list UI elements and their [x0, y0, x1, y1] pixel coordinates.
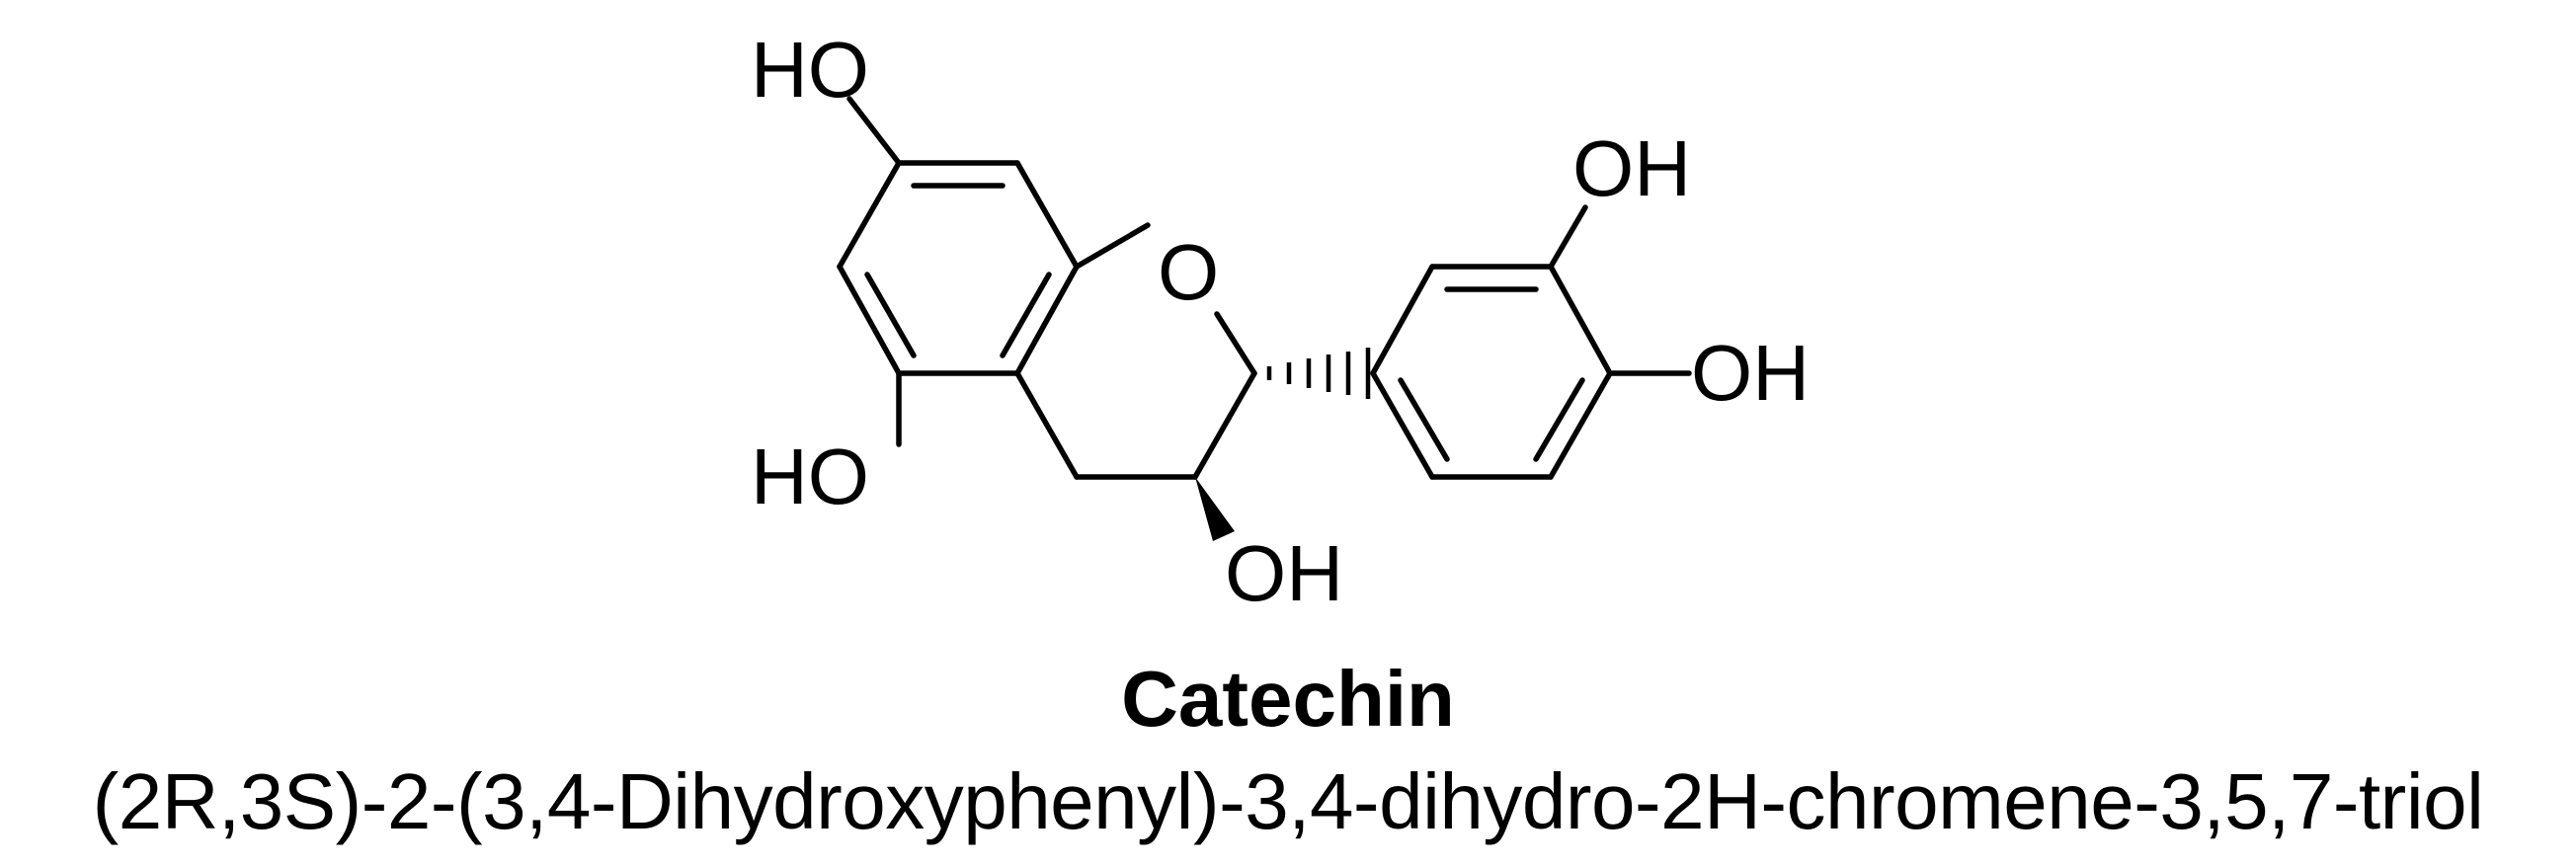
catechin-structure-diagram: HO HO OH O OH OH: [751, 26, 1810, 617]
atom-label-ho-5: HO: [751, 433, 869, 520]
atom-label-ring-oxygen: O: [1158, 228, 1219, 316]
substituent-bonds: [846, 96, 1692, 447]
solid-wedge-bond: [1195, 477, 1235, 541]
b-ring: [1370, 264, 1613, 480]
atom-label-oh-3: OH: [1225, 529, 1343, 617]
compound-name: Catechin: [1121, 655, 1455, 743]
a-ring: [837, 160, 1080, 376]
atom-label-oh-4prime: OH: [1691, 329, 1810, 417]
atom-label-oh-3prime: OH: [1572, 124, 1691, 212]
atom-label-ho-7: HO: [751, 26, 869, 114]
iupac-name: (2R,3S)-2-(3,4-Dihydroxyphenyl)-3,4-dihy…: [92, 757, 2484, 845]
c-ring: [1014, 222, 1257, 480]
hashed-wedge-bond: [1266, 348, 1371, 399]
